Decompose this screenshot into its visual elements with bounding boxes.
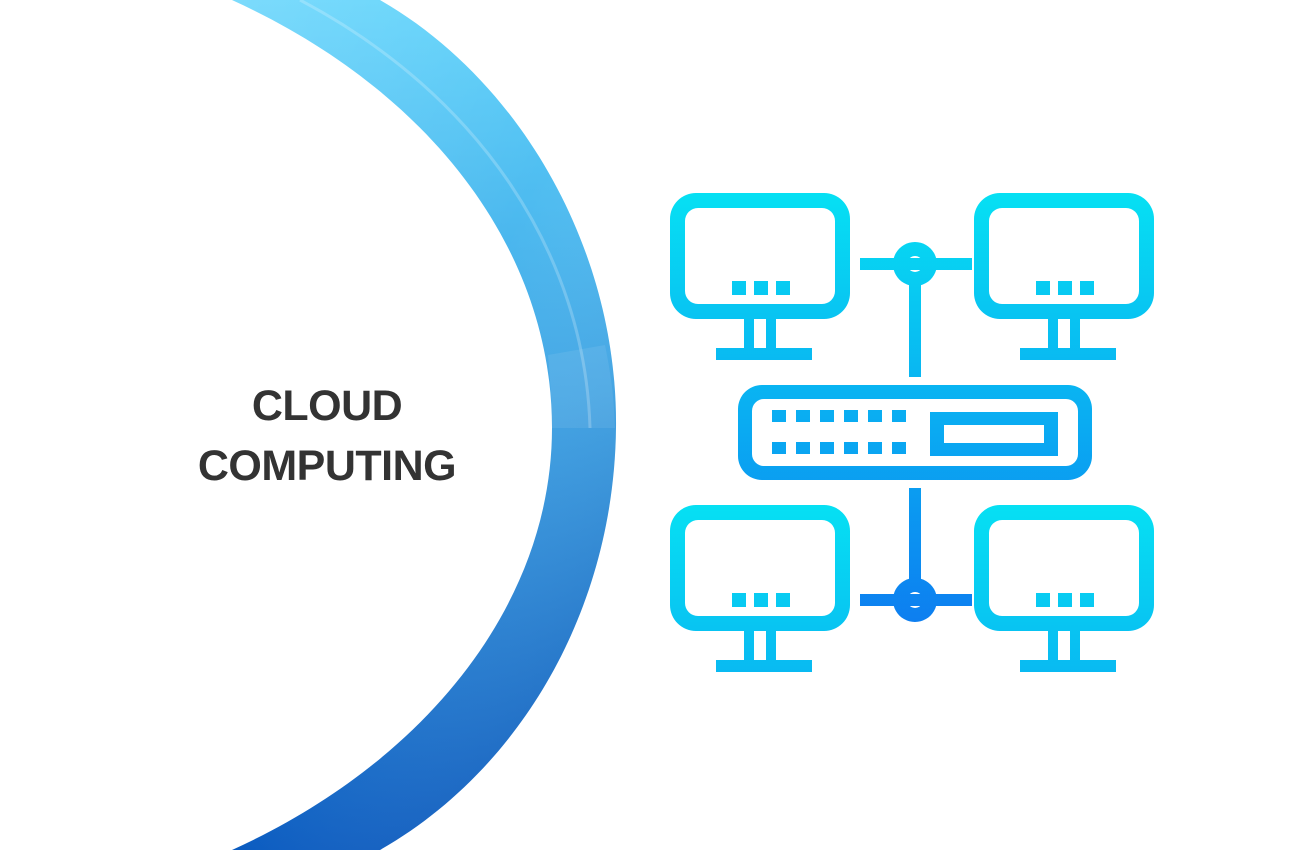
- top-connector: [860, 242, 972, 377]
- arc-highlight: [299, 0, 592, 429]
- bottom-connector: [860, 488, 972, 622]
- monitor-icon: [974, 505, 1154, 672]
- monitor-icon: [670, 193, 850, 360]
- monitor-icon: [974, 193, 1154, 360]
- computer-network-icon: [670, 193, 1154, 672]
- title-line-1: CLOUD: [251, 382, 403, 430]
- arc-facet: [548, 345, 615, 428]
- title-line-2: COMPUTING: [197, 442, 457, 490]
- arc-band-shade: [232, 0, 617, 850]
- network-switch-icon: [738, 385, 1092, 480]
- page-title: CLOUD COMPUTING: [147, 376, 507, 496]
- monitor-icon: [670, 505, 850, 672]
